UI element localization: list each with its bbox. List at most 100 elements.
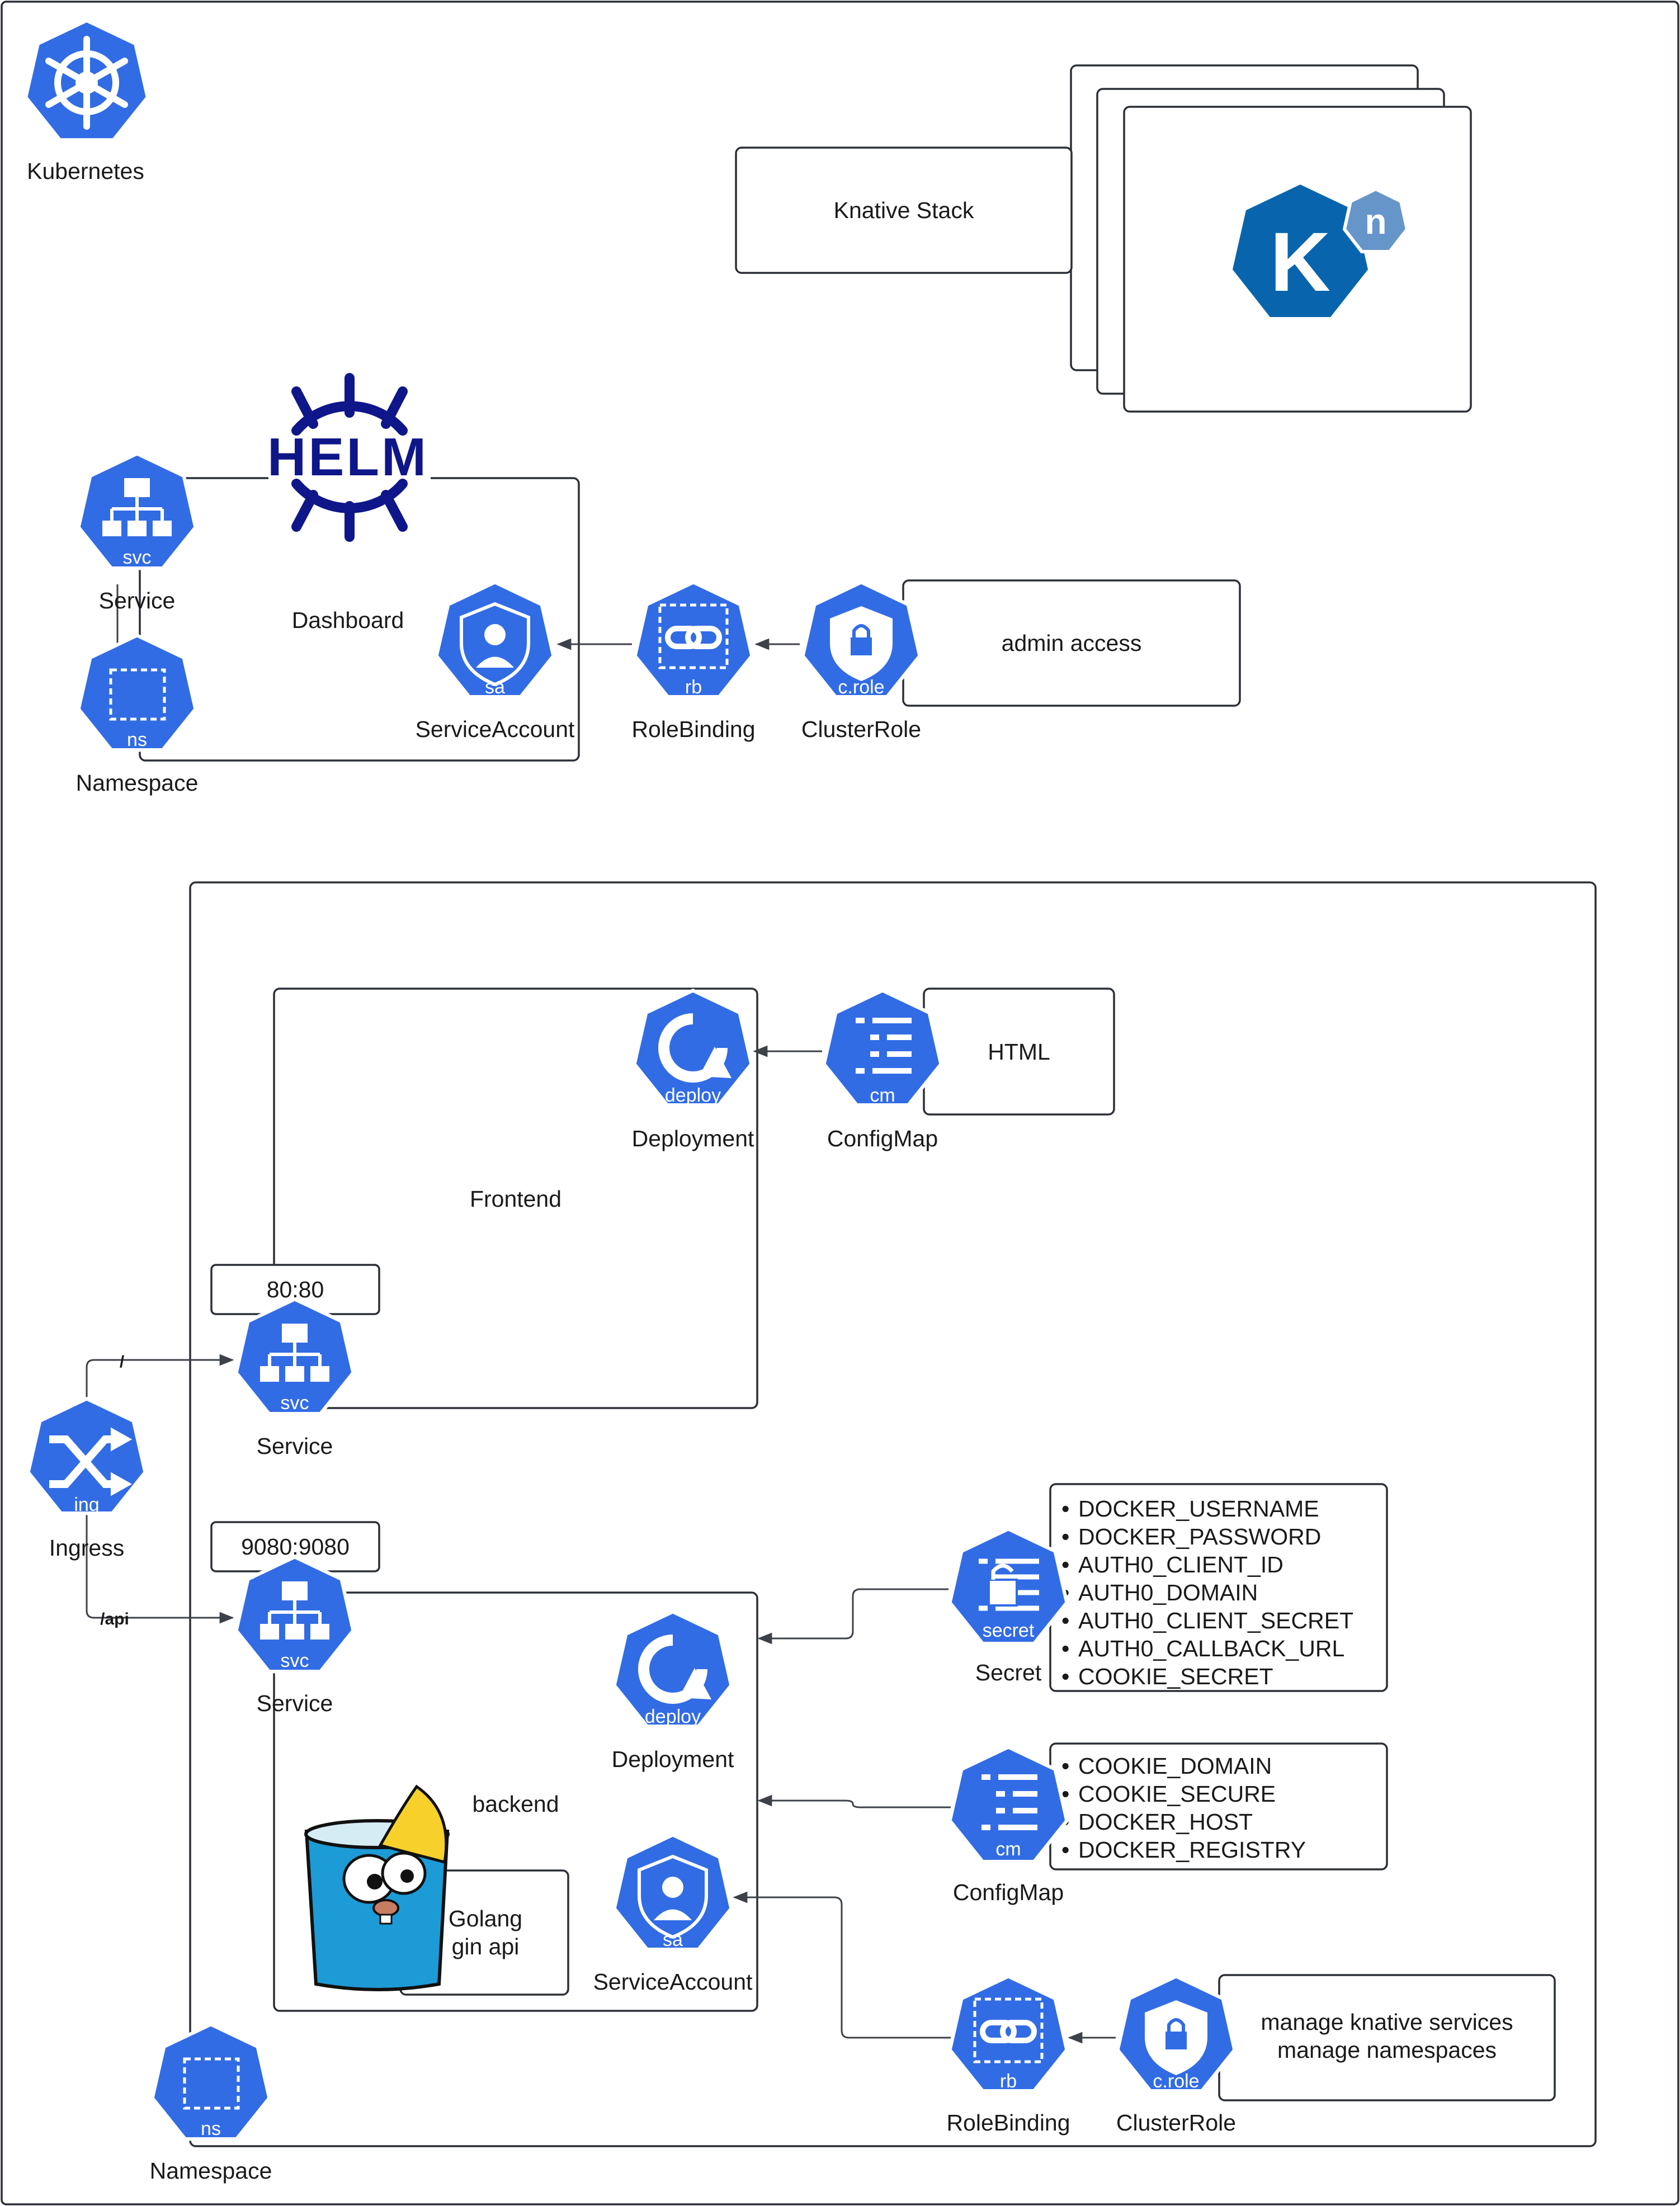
secret-item-bullet: •: [1061, 1608, 1069, 1633]
secret-item: AUTH0_CLIENT_ID: [1078, 1552, 1283, 1577]
frontend-deployment-node: deploy Deployment: [632, 990, 754, 1151]
kubernetes-label: Kubernetes: [27, 158, 144, 184]
backend-cr-label: ClusterRole: [1116, 2110, 1236, 2136]
backend-svc-icon-text: svc: [281, 1650, 309, 1671]
secret-item-bullet: •: [1061, 1496, 1069, 1522]
backend-service-label: Service: [257, 1690, 333, 1716]
configmap-item: DOCKER_HOST: [1078, 1809, 1253, 1835]
backend-cr-icon-text: c.role: [1153, 2071, 1199, 2092]
secret-items-list: • DOCKER_USERNAME • DOCKER_PASSWORD • AU…: [1061, 1496, 1353, 1689]
app-namespace-label: Namespace: [150, 2158, 272, 2184]
html-note: HTML: [988, 1039, 1050, 1065]
secret-item-bullet: •: [1061, 1664, 1069, 1689]
frontend-service-label: Service: [257, 1433, 333, 1459]
secret-item-bullet: •: [1061, 1552, 1069, 1577]
frontend-service-node: svc Service: [236, 1299, 353, 1459]
backend-secret-node: • DOCKER_USERNAME • DOCKER_PASSWORD • AU…: [950, 1483, 1388, 1692]
knative-logo: K n: [1233, 185, 1409, 317]
backend-serviceaccount-node: sa ServiceAccount: [593, 1835, 753, 1995]
dashboard-clusterrole-node: admin access c.role ClusterRole: [801, 579, 1241, 742]
lock-shield-icon: [830, 606, 893, 681]
namespace-icon: [109, 668, 166, 721]
backend-service-node: svc Service: [236, 1557, 353, 1716]
dashboard-sa-icon-text: sa: [485, 677, 505, 698]
secret-item-bullet: •: [1061, 1524, 1069, 1550]
role-note-line2: manage namespaces: [1277, 2037, 1497, 2063]
configmap-to-deploy-arrow: [757, 1794, 951, 1808]
dashboard-cr-icon-text: c.role: [838, 677, 884, 698]
secret-item: AUTH0_DOMAIN: [1078, 1580, 1258, 1605]
knative-stack-label: Knative Stack: [834, 197, 974, 223]
dashboard-sa-label: ServiceAccount: [416, 716, 575, 742]
rotate-arrow-icon: [658, 1013, 732, 1083]
kubernetes-logo: Kubernetes: [26, 21, 148, 184]
backend-configmap-node: • COOKIE_DOMAIN • COOKIE_SECURE • DOCKER…: [950, 1742, 1388, 1905]
dashboard-group: Dashboard HELM: [76, 373, 1241, 796]
app-namespace-node: ns Namespace: [150, 2024, 272, 2184]
backend-configmap-label: ConfigMap: [953, 1879, 1064, 1905]
configmap-item-bullet: •: [1061, 1753, 1069, 1779]
backend-sa-label: ServiceAccount: [593, 1969, 753, 1995]
golang-note-line1: Golang: [449, 1906, 522, 1931]
ingress-label: Ingress: [49, 1535, 124, 1561]
helm-logo-text: HELM: [267, 427, 428, 487]
backend-rb-label: RoleBinding: [946, 2110, 1070, 2136]
secret-item-bullet: •: [1061, 1636, 1069, 1661]
ingress-icon-text: ing: [74, 1494, 99, 1515]
configmap-item: COOKIE_DOMAIN: [1078, 1753, 1272, 1779]
backend-rb-icon-text: rb: [1000, 2071, 1017, 2092]
dashboard-namespace-icon-text: ns: [127, 729, 147, 750]
frontend-group: Frontend deploy Deployment HTML cm Confi…: [210, 988, 1115, 1459]
dashboard-title: Dashboard: [292, 607, 404, 633]
dashboard-service-icon-text: svc: [123, 547, 152, 568]
frontend-box: [273, 988, 758, 1409]
role-note-line1: manage knative services: [1261, 2009, 1513, 2035]
secret-label: Secret: [975, 1660, 1042, 1685]
configmap-item: DOCKER_REGISTRY: [1078, 1837, 1306, 1863]
app-ns-icon-text: ns: [201, 2118, 221, 2139]
dashboard-rb-icon-text: rb: [685, 677, 702, 698]
frontend-configmap-label: ConfigMap: [827, 1126, 938, 1151]
secret-item: DOCKER_USERNAME: [1078, 1496, 1319, 1522]
configmap-items-list: • COOKIE_DOMAIN • COOKIE_SECURE • DOCKER…: [1061, 1753, 1306, 1863]
dashboard-serviceaccount-node: sa ServiceAccount: [416, 582, 575, 742]
frontend-svc-icon-text: svc: [281, 1392, 309, 1414]
knative-logo-badge: n: [1365, 201, 1386, 242]
golang-note-line2: gin api: [452, 1934, 520, 1959]
service-network-icon: [102, 478, 172, 536]
backend-title: backend: [472, 1791, 559, 1817]
secret-to-deploy-arrow: [757, 1588, 948, 1645]
secret-item: DOCKER_PASSWORD: [1078, 1524, 1321, 1550]
ingress-to-backend-arrow: [86, 1510, 234, 1624]
frontend-deploy-icon-text: deploy: [665, 1085, 721, 1106]
backend-clusterrole-node: manage knative services manage namespace…: [1116, 1974, 1556, 2136]
dashboard-service-node: svc Service: [78, 454, 195, 613]
frontend-configmap-node: HTML cm ConfigMap: [824, 988, 1115, 1151]
secret-item: AUTH0_CLIENT_SECRET: [1078, 1608, 1353, 1633]
backend-rolebinding-node: rb RoleBinding: [946, 1976, 1070, 2136]
ingress-to-frontend-arrow: [86, 1354, 234, 1405]
dashboard-rolebinding-node: rb RoleBinding: [631, 582, 756, 742]
golang-gopher-icon: Golang gin api: [304, 1784, 569, 1996]
knative-stack: Knative Stack K n: [735, 64, 1472, 413]
backend-cm-icon-text: cm: [995, 1839, 1021, 1860]
frontend-cm-icon-text: cm: [870, 1085, 895, 1106]
frontend-title: Frontend: [470, 1186, 561, 1212]
dashboard-cr-label: ClusterRole: [801, 716, 921, 742]
secret-item: COOKIE_SECRET: [1078, 1664, 1273, 1689]
configmap-item-bullet: •: [1061, 1837, 1069, 1863]
link-icon: [665, 626, 722, 649]
backend-deployment-node: deploy Deployment: [612, 1612, 734, 1772]
frontend-deployment-label: Deployment: [632, 1126, 754, 1151]
dashboard-namespace-label: Namespace: [76, 770, 199, 796]
dashboard-service-label: Service: [99, 588, 176, 613]
backend-deploy-icon-text: deploy: [645, 1706, 701, 1727]
backend-group: backend 9080:9080 svc Service de: [210, 1483, 1556, 2136]
secret-icon-text: secret: [983, 1620, 1035, 1641]
knative-stack-box: [735, 147, 1073, 274]
helm-logo: HELM: [267, 373, 431, 542]
shuffle-icon: [49, 1427, 133, 1496]
backend-deployment-label: Deployment: [612, 1746, 734, 1772]
user-shield-icon: [460, 602, 530, 687]
